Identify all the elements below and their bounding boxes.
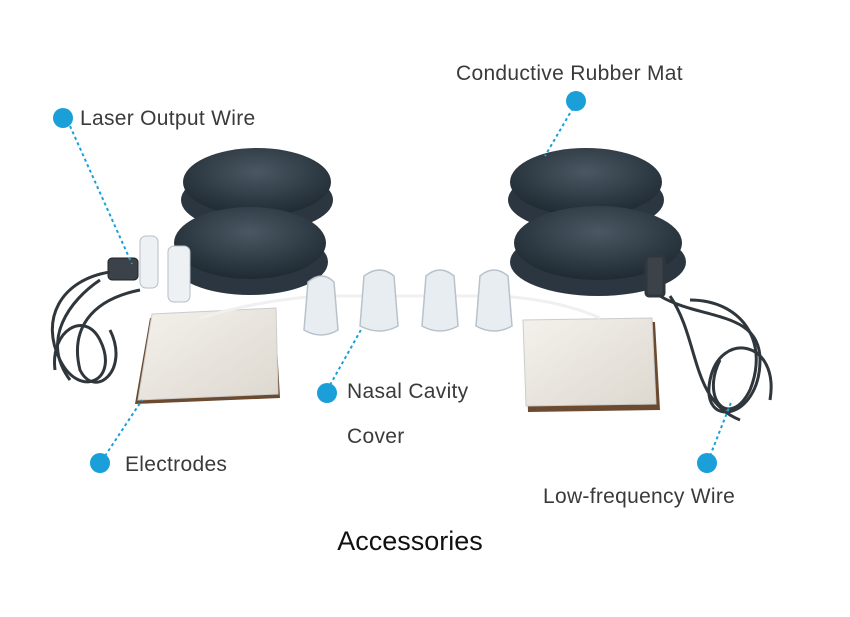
label-nasal-cavity-cover: Cover	[347, 425, 405, 448]
callout-dot-electrodes	[90, 453, 110, 473]
laser-output-wire-coil	[50, 270, 141, 384]
rubber-mat-left-front	[172, 207, 328, 295]
electrode-right	[522, 317, 660, 412]
label-electrodes: Electrodes	[125, 453, 228, 476]
callout-dot-nasal-cavity-cover	[317, 383, 337, 403]
callout-dot-conductive-rubber-mat	[566, 91, 586, 111]
callout-dot-laser-output-wire	[53, 108, 73, 128]
callout-dot-low-frequency-wire	[697, 453, 717, 473]
electrode-left	[135, 307, 280, 404]
label-laser-output-wire: Laser Output Wire	[80, 107, 256, 130]
label-low-frequency-wire: Low-frequency Wire	[543, 485, 736, 508]
leader-lines	[69, 107, 733, 457]
rubber-mat-right-front	[510, 206, 686, 296]
laser-connectors	[107, 235, 191, 303]
low-frequency-wire-coil	[644, 254, 773, 422]
label-nasal-cavity: Nasal Cavity	[347, 380, 469, 403]
label-conductive-rubber-mat: Conductive Rubber Mat	[456, 62, 683, 85]
caption-accessories: Accessories	[337, 526, 483, 556]
nasal-covers	[303, 269, 513, 336]
